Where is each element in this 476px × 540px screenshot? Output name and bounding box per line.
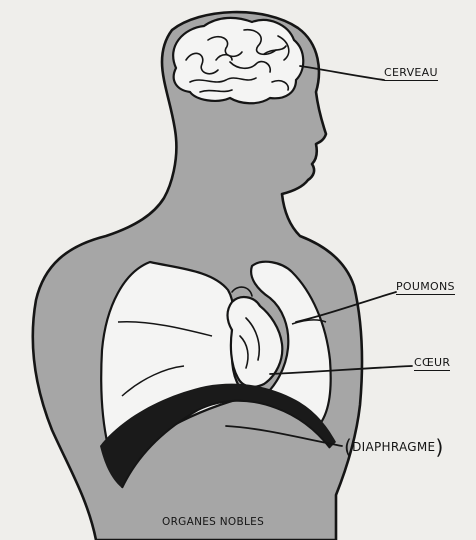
diaphragm-label: DIAPHRAGME — [352, 440, 435, 454]
lungs-label: POUMONS — [396, 280, 455, 295]
close-paren-glyph: ) — [435, 435, 443, 459]
diaphragm-label-group: (DIAPHRAGME) — [344, 432, 444, 456]
open-paren-glyph: ( — [344, 435, 352, 459]
heart-label: CŒUR — [414, 356, 450, 371]
brain-label: CERVEAU — [384, 66, 438, 81]
diagram-caption: ORGANES NOBLES — [162, 516, 264, 528]
